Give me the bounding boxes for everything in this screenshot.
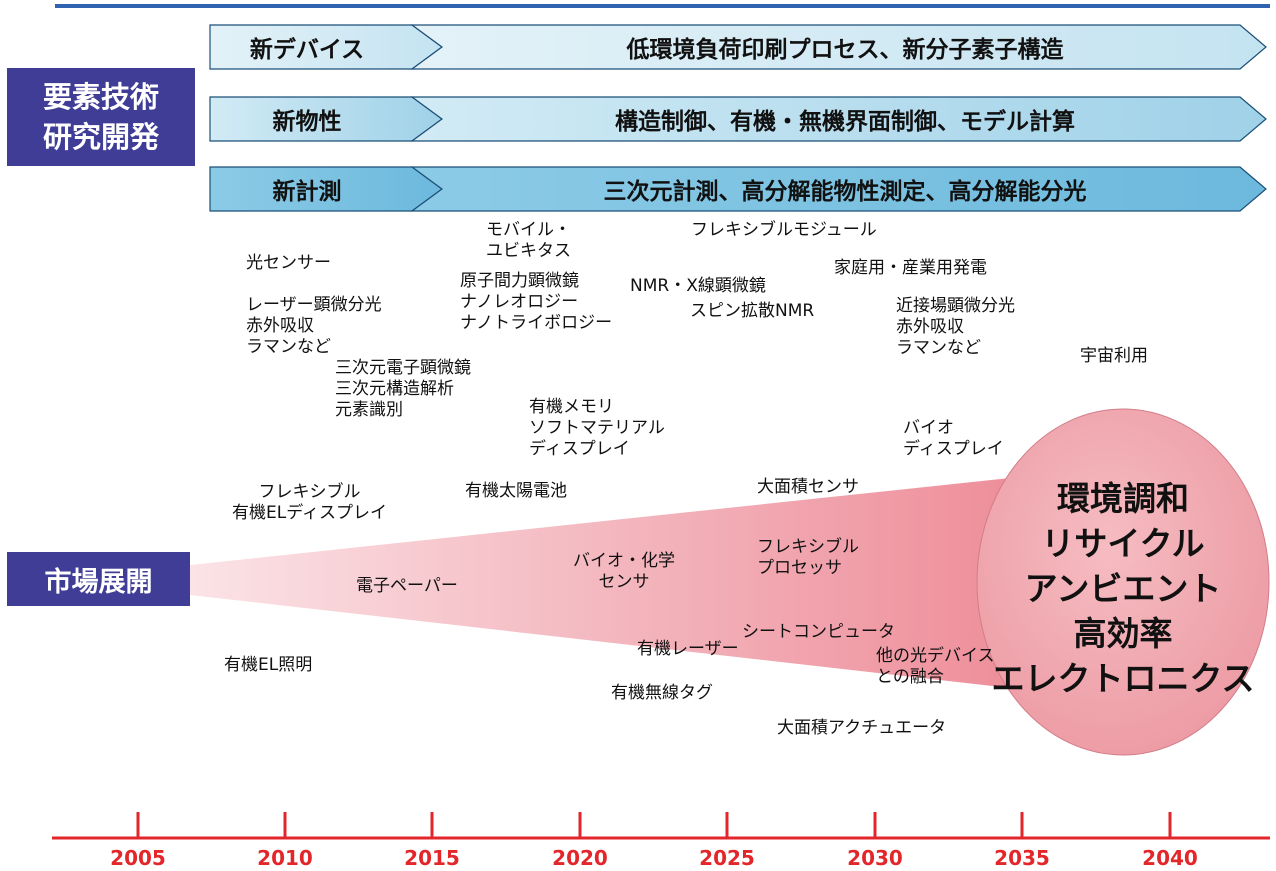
app-oled-lighting: 有機EL照明	[224, 655, 313, 675]
market-wedge	[190, 478, 1010, 688]
year-label: 2005	[110, 846, 166, 870]
app-bio-display: バイオ ディスプレイ	[903, 418, 1004, 459]
track-arrow-3	[209, 166, 1267, 212]
track-desc-new-measurement: 三次元計測、高分解能物性測定、高分解能分光	[603, 179, 1087, 205]
app-power-generation: 家庭用・産業用発電	[834, 258, 987, 278]
year-label: 2035	[994, 846, 1050, 870]
app-large-area-actuator: 大面積アクチュエータ	[777, 718, 947, 738]
track-title-new-device: 新デバイス	[249, 37, 365, 63]
track-arrow-2	[209, 96, 1267, 142]
app-flexible-module: フレキシブルモジュール	[691, 220, 877, 240]
year-label: 2040	[1142, 846, 1198, 870]
year-label: 2015	[404, 846, 460, 870]
timeline-axis	[52, 812, 1270, 840]
year-label: 2025	[699, 846, 755, 870]
goal-ellipse	[976, 408, 1270, 756]
app-flexible-processor: フレキシブル プロセッサ	[757, 537, 859, 578]
app-organic-memory: 有機メモリ ソフトマテリアル ディスプレイ	[529, 397, 665, 459]
app-organic-rfid-tag: 有機無線タグ	[611, 683, 713, 703]
app-spin-diffusion-nmr: スピン拡散NMR	[690, 301, 815, 321]
app-afm-nanorheology: 原子間力顕微鏡 ナノレオロジー ナノトライボロジー	[460, 271, 613, 333]
year-label: 2030	[847, 846, 903, 870]
track-desc-new-device: 低環境負荷印刷プロセス、新分子素子構造	[626, 37, 1064, 63]
market-section-label: 市場展開	[7, 552, 190, 606]
app-optical-sensor: 光センサー	[246, 253, 331, 273]
app-sheet-computer: シートコンピュータ	[742, 622, 895, 642]
app-near-field-spectroscopy: 近接場顕微分光 赤外吸収 ラマンなど	[896, 296, 1015, 358]
app-organic-laser: 有機レーザー	[637, 639, 739, 659]
app-3d-electron-microscope: 三次元電子顕微鏡 三次元構造解析 元素識別	[335, 358, 471, 420]
app-optical-device-fusion: 他の光デバイス との融合	[876, 646, 995, 687]
app-flexible-oled-display: フレキシブル 有機ELディスプレイ	[232, 482, 388, 523]
rd-section-label: 要素技術 研究開発	[7, 68, 195, 166]
app-organic-solar-cell: 有機太陽電池	[465, 481, 567, 501]
app-mobile-ubiquitous: モバイル・ ユビキタス	[486, 220, 571, 261]
app-laser-microspectroscopy: レーザー顕微分光 赤外吸収 ラマンなど	[246, 295, 382, 357]
top-rule	[55, 4, 1270, 8]
goal-text: 環境調和 リサイクル アンビエント 高効率 エレクトロニクス	[991, 479, 1255, 698]
year-label: 2020	[552, 846, 608, 870]
app-bio-chemical-sensor: バイオ・化学 センサ	[573, 551, 675, 592]
year-label: 2010	[257, 846, 313, 870]
track-title-new-measurement: 新計測	[272, 179, 342, 205]
app-large-area-sensor: 大面積センサ	[757, 477, 859, 497]
app-nmr-xray-microscope: NMR・X線顕微鏡	[630, 276, 766, 296]
app-electronic-paper: 電子ペーパー	[356, 576, 458, 596]
app-space-use: 宇宙利用	[1080, 346, 1148, 366]
track-arrow-1	[209, 24, 1267, 70]
track-title-new-property: 新物性	[272, 109, 342, 135]
track-desc-new-property: 構造制御、有機・無機界面制御、モデル計算	[615, 109, 1075, 135]
